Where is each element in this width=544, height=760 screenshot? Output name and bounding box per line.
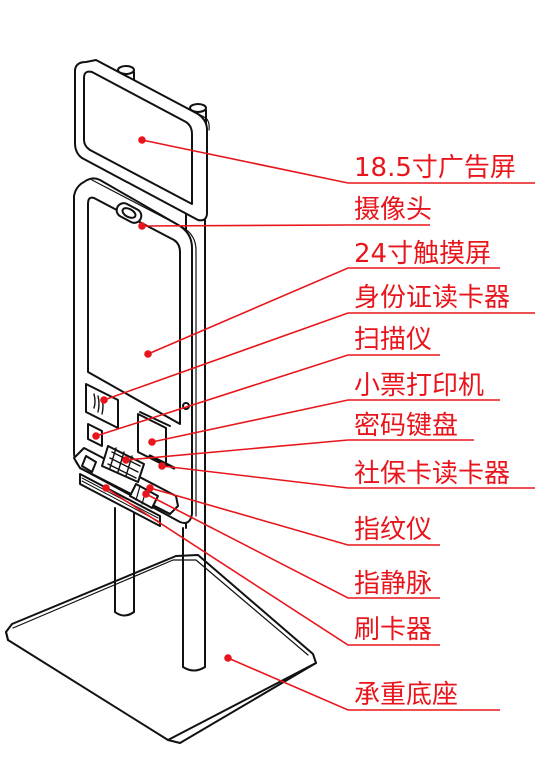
label-fingerprint: 指纹仪 [354, 515, 432, 545]
callout-ad-screen [138, 136, 535, 184]
label-id-card-reader: 身份证读卡器 [354, 283, 510, 313]
label-pin-pad: 密码键盘 [354, 411, 458, 441]
label-receipt-printer: 小票打印机 [354, 371, 484, 401]
callout-receipt-printer [148, 399, 500, 446]
callout-scanner [92, 354, 440, 440]
label-social-card-reader: 社保卡读卡器 [354, 459, 510, 489]
callout-touch-screen [144, 267, 500, 358]
label-vein-reader: 指静脉 [354, 569, 432, 599]
callout-card-swiper [102, 484, 440, 646]
label-card-swiper: 刷卡器 [354, 615, 432, 645]
callout-id-card-reader [100, 312, 535, 404]
callout-social-card-reader [158, 462, 535, 489]
label-ad-screen: 18.5寸广告屏 [354, 153, 516, 183]
callout-fingerprint [146, 484, 440, 546]
label-touch-screen: 24寸触摸屏 [354, 239, 491, 269]
label-scanner: 扫描仪 [354, 325, 432, 355]
base-plate [5, 554, 317, 744]
callout-camera [138, 222, 430, 230]
label-camera: 摄像头 [354, 195, 432, 225]
label-base: 承重底座 [354, 680, 458, 710]
callout-pin-pad [122, 439, 474, 464]
callout-vein-reader [142, 490, 440, 599]
front-pole [114, 507, 135, 617]
callout-base [224, 654, 500, 711]
